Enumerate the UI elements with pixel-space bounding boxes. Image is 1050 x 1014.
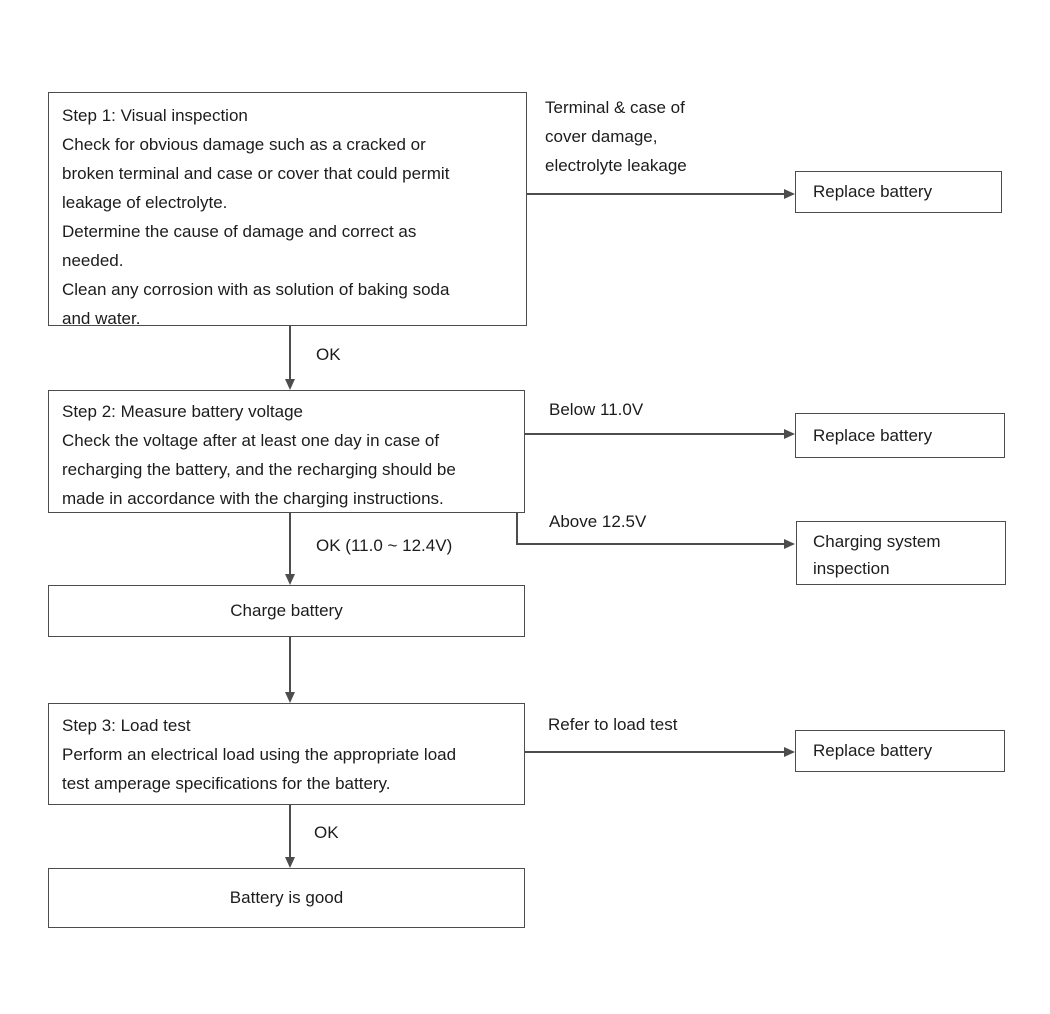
- replace-battery-box-mid: Replace battery: [795, 413, 1005, 458]
- step2-measure-voltage-box: Step 2: Measure battery voltage Check th…: [48, 390, 525, 513]
- step3-text-line: test amperage specifications for the bat…: [62, 774, 391, 793]
- step1-fail-text-line: Terminal & case of: [545, 98, 685, 117]
- replace-battery-label: Replace battery: [813, 741, 933, 760]
- arrowhead-down-icon: [285, 692, 295, 703]
- step3-text-line: Step 3: Load test: [62, 716, 191, 735]
- refer-load-test-label: Refer to load test: [548, 715, 678, 734]
- replace-battery-box-bottom: Replace battery: [795, 730, 1005, 772]
- arrowhead-right-icon: [784, 538, 795, 549]
- charge-battery-box: Charge battery: [48, 585, 525, 637]
- arrowhead-down-icon: [285, 574, 295, 585]
- connector-step3-fail-line: [525, 751, 785, 753]
- below-voltage-label: Below 11.0V: [549, 400, 644, 419]
- step2-text-line: recharging the battery, and the rechargi…: [62, 460, 456, 479]
- arrowhead-right-icon: [784, 428, 795, 439]
- step1-text-line: needed.: [62, 251, 124, 270]
- replace-battery-label: Replace battery: [813, 425, 933, 445]
- connector-step2-above-line-horizontal: [516, 543, 785, 545]
- arrowhead-right-icon: [784, 188, 795, 199]
- step3-text-line: Perform an electrical load using the app…: [62, 745, 457, 764]
- step1-fail-condition-label: Terminal & case of cover damage, electro…: [545, 93, 687, 180]
- charge-battery-label: Charge battery: [230, 601, 343, 620]
- step1-text-line: Step 1: Visual inspection: [62, 106, 248, 125]
- connector-charge-to-step3-line: [289, 637, 291, 693]
- step1-text-line: Determine the cause of damage and correc…: [62, 222, 417, 241]
- battery-is-good-box: Battery is good: [48, 868, 525, 928]
- step1-text-line: broken terminal and case or cover that c…: [62, 164, 450, 183]
- step1-text-line: and water.: [62, 309, 141, 328]
- above-voltage-label: Above 12.5V: [549, 512, 647, 531]
- step1-visual-inspection-box: Step 1: Visual inspection Check for obvi…: [48, 92, 527, 328]
- step1-ok-label: OK: [316, 345, 341, 364]
- connector-step1-ok-line: [289, 326, 291, 380]
- connector-step2-below-line: [525, 433, 785, 435]
- arrowhead-down-icon: [285, 379, 295, 390]
- step1-text-line: Clean any corrosion with as solution of …: [62, 280, 450, 299]
- step3-load-test-box: Step 3: Load test Perform an electrical …: [48, 703, 525, 805]
- connector-step2-above-line-vertical: [516, 513, 518, 544]
- arrowhead-right-icon: [784, 746, 795, 757]
- step2-ok-range-label: OK (11.0 ~ 12.4V): [316, 536, 453, 555]
- connector-step1-fail-line: [527, 193, 785, 195]
- step1-text-line: Check for obvious damage such as a crack…: [62, 135, 426, 154]
- connector-step3-ok-line: [289, 805, 291, 858]
- step1-fail-text-line: electrolyte leakage: [545, 156, 687, 175]
- arrowhead-down-icon: [285, 857, 295, 868]
- step2-text-line: Check the voltage after at least one day…: [62, 431, 440, 450]
- connector-step2-ok-line: [289, 513, 291, 575]
- battery-is-good-label: Battery is good: [229, 888, 344, 907]
- step1-fail-text-line: cover damage,: [545, 127, 658, 146]
- step1-text-line: leakage of electrolyte.: [62, 193, 228, 212]
- charging-system-text-line: Charging system: [813, 532, 941, 551]
- step2-text-line: made in accordance with the charging ins…: [62, 489, 444, 508]
- step2-text-line: Step 2: Measure battery voltage: [62, 402, 303, 421]
- charging-system-text-line: inspection: [813, 559, 890, 578]
- replace-battery-label: Replace battery: [813, 182, 933, 201]
- step3-ok-label: OK: [314, 823, 339, 842]
- replace-battery-box-top: Replace battery: [795, 171, 1002, 213]
- charging-system-inspection-box: Charging system inspection: [796, 521, 1006, 585]
